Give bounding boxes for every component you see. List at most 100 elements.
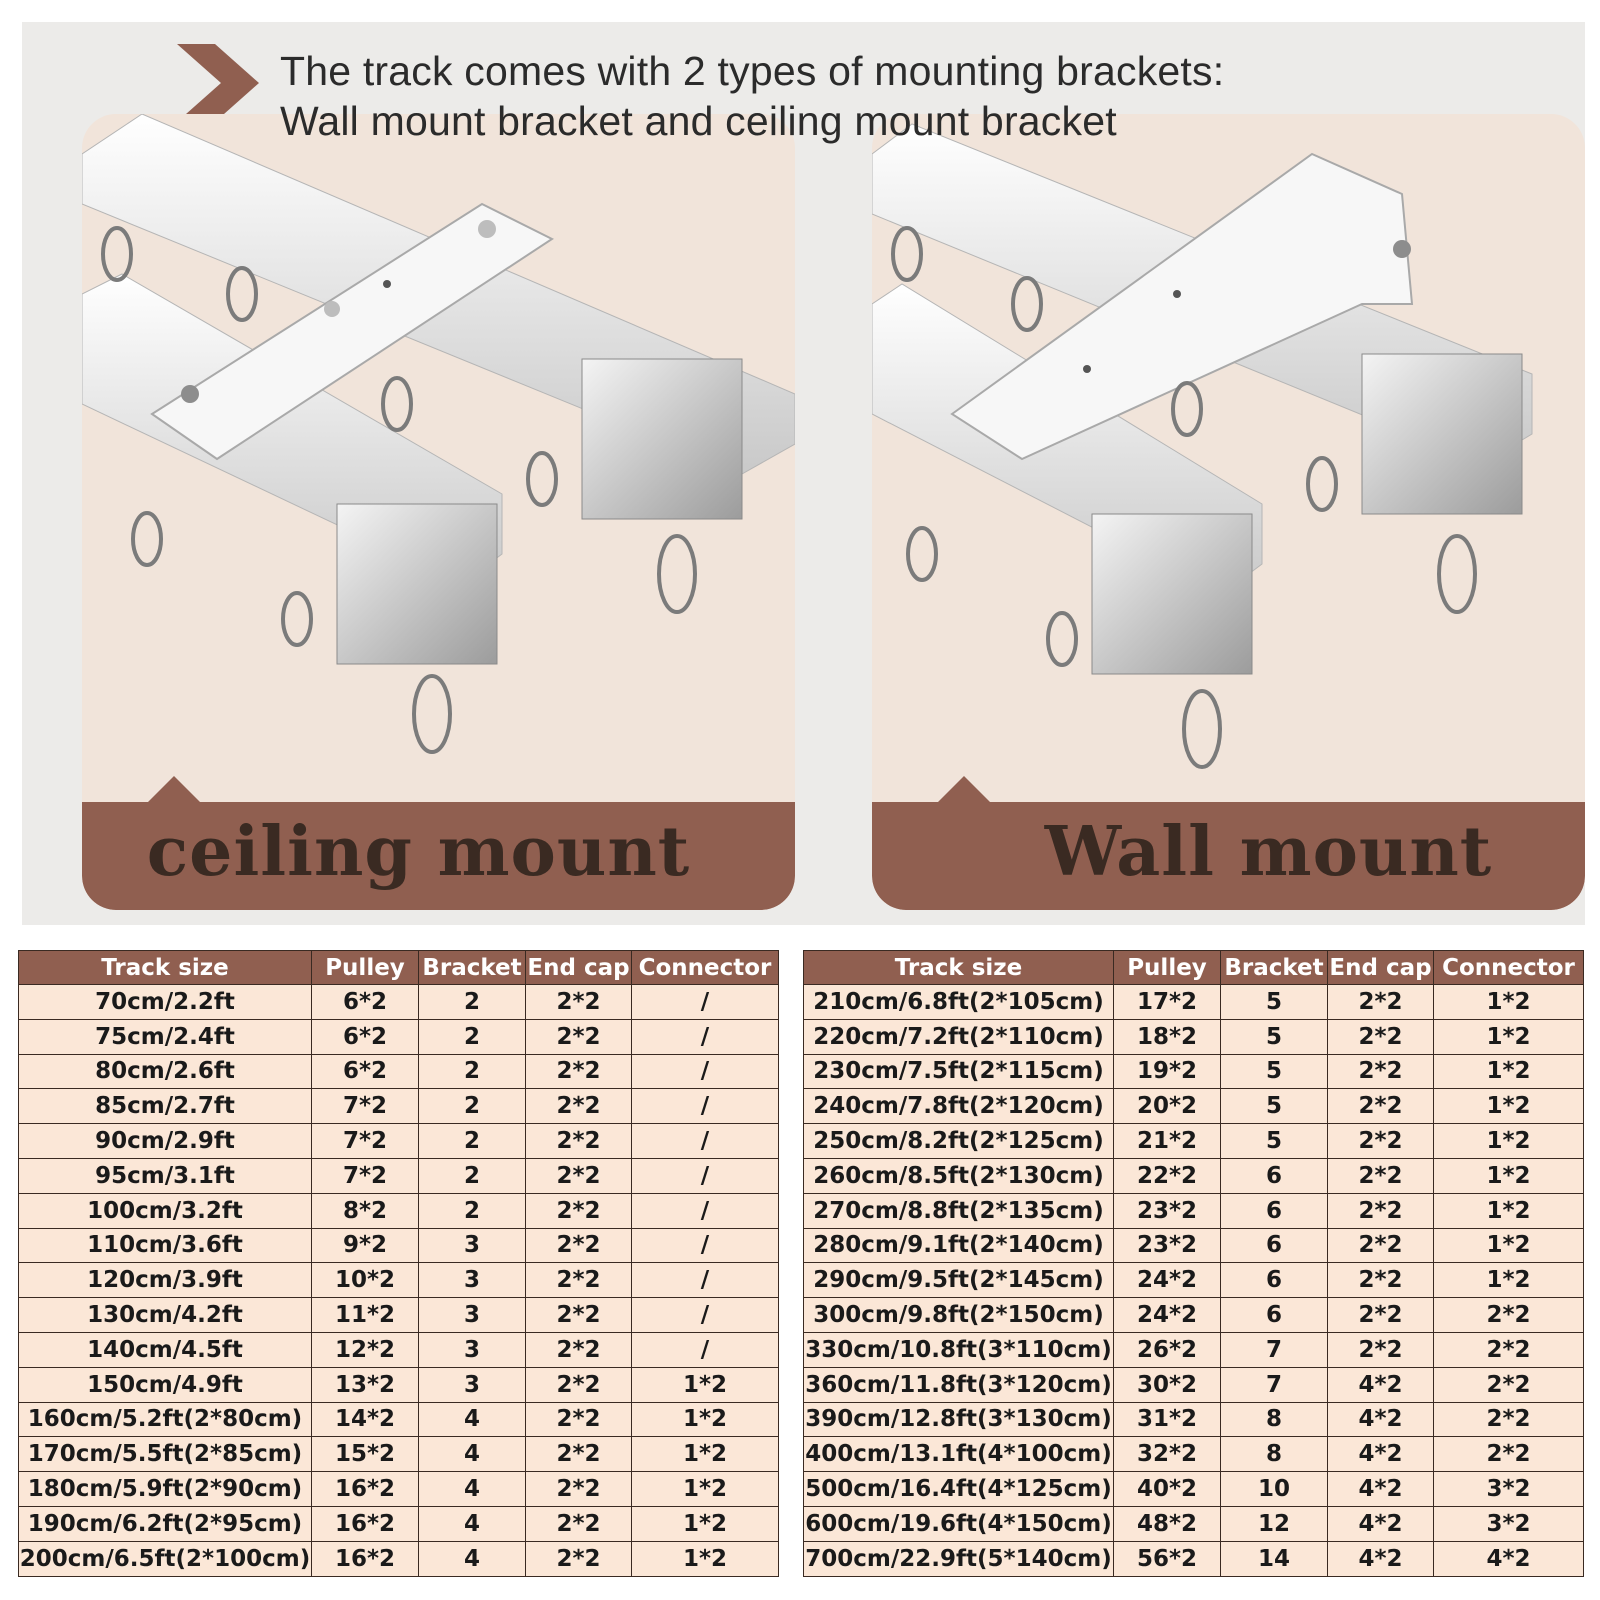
end-cap-cell: 2*2	[525, 1297, 632, 1333]
end-cap-cell: 2*2	[525, 1436, 632, 1473]
connector-cell: 3*2	[1433, 1471, 1584, 1507]
end-cap-cell: 2*2	[525, 1505, 632, 1542]
end-cap-cell: 4*2	[1327, 1401, 1434, 1438]
end-cap-cell: 2*2	[525, 1053, 632, 1090]
track-size-cell: 160cm/5.2ft(2*80cm)	[18, 1401, 312, 1438]
connector-cell: /	[631, 1192, 779, 1229]
header-bracket: Bracket	[1220, 950, 1328, 985]
track-size-cell: 600cm/19.6ft(4*150cm)	[803, 1505, 1114, 1542]
label-band	[82, 802, 795, 910]
bracket-cell: 8	[1220, 1401, 1328, 1438]
bracket-cell: 4	[418, 1401, 526, 1438]
connector-cell: 1*2	[1433, 1192, 1584, 1229]
connector-cell: /	[631, 1018, 779, 1055]
bracket-cell: 5	[1220, 1018, 1328, 1055]
pulley-cell: 32*2	[1113, 1436, 1221, 1473]
end-cap-cell: 2*2	[1327, 984, 1434, 1020]
pulley-cell: 23*2	[1113, 1192, 1221, 1229]
track-size-cell: 700cm/22.9ft(5*140cm)	[803, 1540, 1114, 1577]
connector-cell: 2*2	[1433, 1366, 1584, 1403]
bracket-cell: 14	[1220, 1540, 1328, 1577]
end-cap-cell: 2*2	[525, 984, 632, 1020]
bracket-cell: 5	[1220, 984, 1328, 1020]
end-cap-cell: 2*2	[1327, 1227, 1434, 1264]
size-table-right: Track size Pulley Bracket End cap Connec…	[803, 950, 1584, 1577]
track-size-cell: 400cm/13.1ft(4*100cm)	[803, 1436, 1114, 1473]
pulley-cell: 48*2	[1113, 1505, 1221, 1542]
track-size-cell: 260cm/8.5ft(2*130cm)	[803, 1157, 1114, 1194]
end-cap-cell: 2*2	[525, 1157, 632, 1194]
pulley-cell: 7*2	[311, 1123, 419, 1159]
end-cap-cell: 4*2	[1327, 1540, 1434, 1577]
pulley-cell: 7*2	[311, 1088, 419, 1125]
connector-cell: 1*2	[631, 1540, 779, 1577]
pulley-cell: 12*2	[311, 1331, 419, 1368]
pulley-cell: 40*2	[1113, 1471, 1221, 1507]
bracket-cell: 4	[418, 1436, 526, 1473]
wall-mount-label: Wall mount	[1044, 812, 1493, 892]
end-cap-cell: 4*2	[1327, 1471, 1434, 1507]
connector-cell: /	[631, 984, 779, 1020]
header-bracket: Bracket	[418, 950, 526, 985]
track-size-cell: 120cm/3.9ft	[18, 1262, 312, 1299]
bracket-cell: 6	[1220, 1262, 1328, 1299]
bracket-cell: 3	[418, 1331, 526, 1368]
track-size-cell: 75cm/2.4ft	[18, 1018, 312, 1055]
track-size-cell: 100cm/3.2ft	[18, 1192, 312, 1229]
bracket-cell: 5	[1220, 1088, 1328, 1125]
header-end-cap: End cap	[525, 950, 632, 985]
pulley-cell: 21*2	[1113, 1123, 1221, 1159]
pulley-cell: 22*2	[1113, 1157, 1221, 1194]
pulley-cell: 26*2	[1113, 1331, 1221, 1368]
connector-cell: /	[631, 1053, 779, 1090]
track-size-cell: 140cm/4.5ft	[18, 1331, 312, 1368]
bracket-cell: 3	[418, 1262, 526, 1299]
track-size-cell: 130cm/4.2ft	[18, 1297, 312, 1333]
label-band	[872, 802, 1585, 910]
track-size-cell: 330cm/10.8ft(3*110cm)	[803, 1331, 1114, 1368]
pulley-cell: 6*2	[311, 1053, 419, 1090]
header-track-size: Track size	[18, 950, 312, 985]
track-size-cell: 200cm/6.5ft(2*100cm)	[18, 1540, 312, 1577]
bracket-cell: 6	[1220, 1192, 1328, 1229]
track-size-cell: 90cm/2.9ft	[18, 1123, 312, 1159]
track-size-cell: 250cm/8.2ft(2*125cm)	[803, 1123, 1114, 1159]
bracket-cell: 2	[418, 1157, 526, 1194]
chevron-right-icon	[177, 44, 259, 122]
end-cap-cell: 2*2	[525, 1192, 632, 1229]
bracket-cell: 3	[418, 1366, 526, 1403]
end-cap-cell: 2*2	[1327, 1331, 1434, 1368]
end-cap-cell: 4*2	[1327, 1436, 1434, 1473]
pulley-cell: 24*2	[1113, 1297, 1221, 1333]
end-cap-cell: 2*2	[525, 1331, 632, 1368]
connector-cell: 2*2	[1433, 1297, 1584, 1333]
pulley-cell: 16*2	[311, 1471, 419, 1507]
product-illustration-area: The track comes with 2 types of mounting…	[22, 22, 1585, 925]
ceiling-mount-track-image	[82, 114, 795, 754]
end-cap-cell: 2*2	[525, 1366, 632, 1403]
headline: The track comes with 2 types of mounting…	[280, 46, 1580, 146]
end-cap-cell: 2*2	[1327, 1297, 1434, 1333]
connector-cell: 1*2	[631, 1401, 779, 1438]
end-cap-cell: 2*2	[1327, 1088, 1434, 1125]
bracket-cell: 2	[418, 1053, 526, 1090]
connector-cell: /	[631, 1262, 779, 1299]
pulley-cell: 15*2	[311, 1436, 419, 1473]
connector-cell: 1*2	[1433, 984, 1584, 1020]
connector-cell: /	[631, 1227, 779, 1264]
bracket-cell: 4	[418, 1505, 526, 1542]
